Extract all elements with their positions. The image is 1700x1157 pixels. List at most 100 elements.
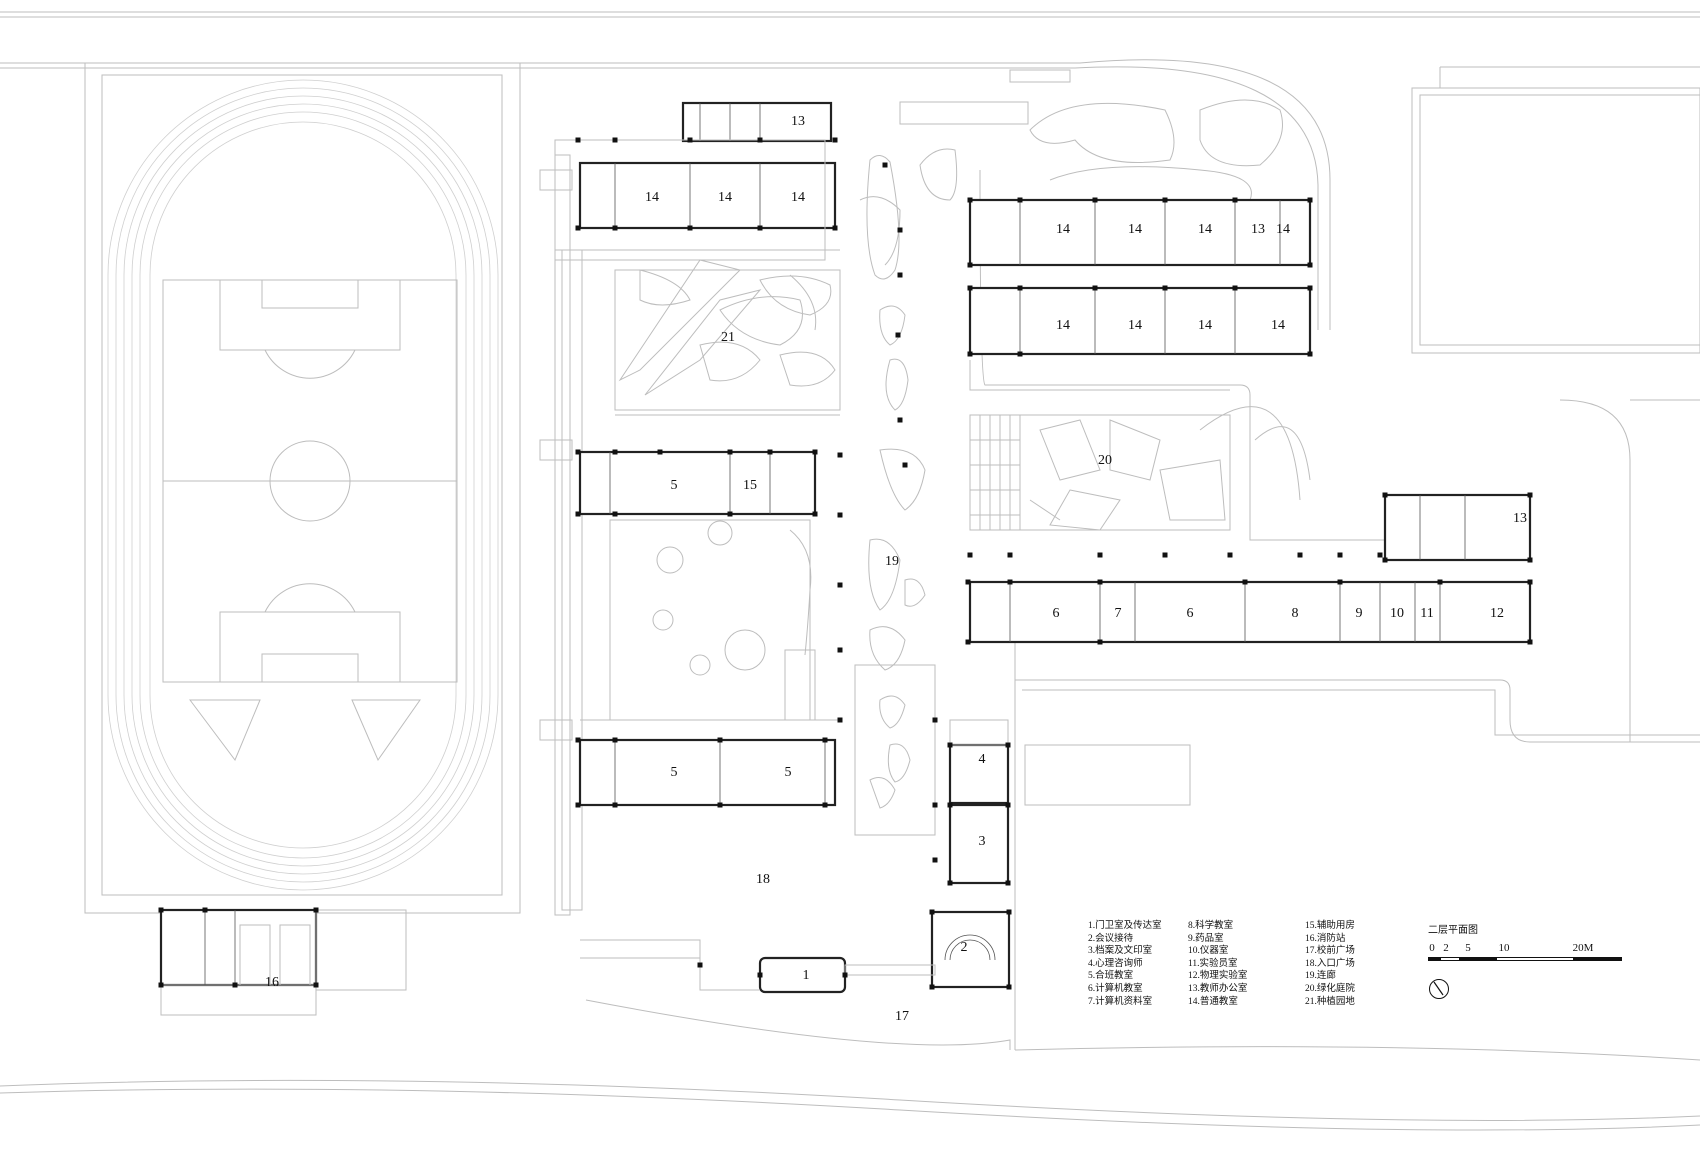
column-mark [832,225,838,231]
column-mark [1527,557,1533,563]
room-15: 15 [743,478,757,493]
column-mark [1092,197,1098,203]
column-mark [767,449,773,455]
column-mark [727,511,733,517]
floor-title: 二层平面图 [1428,925,1478,936]
column-mark [967,262,973,268]
column-mark [575,225,581,231]
legend-item: 18.入口广场 [1305,958,1355,969]
scale-bar: 0 2 5 10 20M [1428,942,1628,972]
column-mark [932,717,938,723]
column-mark [812,511,818,517]
scale-tick: 5 [1465,942,1471,954]
column-mark [1097,579,1103,585]
legend-item: 7.计算机资料室 [1088,996,1153,1007]
scale-segment [1428,957,1440,961]
column-mark [232,982,238,988]
block-north-classrooms [554,139,840,261]
column-mark [1382,492,1388,498]
room-10: 10 [1390,606,1404,621]
legend-item: 9.药品室 [1188,933,1224,944]
legend-item: 14.普通教室 [1188,996,1238,1007]
column-mark [1162,197,1168,203]
room-21: 21 [721,330,735,345]
column-mark [717,737,723,743]
room-20: 20 [1098,453,1112,468]
column-mark [837,647,843,653]
room-number-labels: 1 2 3 4 5 5 5 6 6 7 8 9 10 11 12 13 13 1… [265,114,1527,1024]
column-mark [1337,579,1343,585]
room-17: 17 [895,1009,909,1024]
scale-tick: 10 [1498,942,1510,954]
room-14-k: 14 [1276,222,1290,237]
column-mark [687,225,693,231]
column-mark [902,462,908,468]
structural-columns [158,137,1533,990]
column-mark [612,511,618,517]
column-mark [697,962,703,968]
column-mark [1527,492,1533,498]
column-mark [1307,262,1313,268]
column-mark [612,137,618,143]
column-mark [837,582,843,588]
room-14-i: 14 [1198,318,1212,333]
room-14-d: 14 [1056,222,1070,237]
column-mark [929,984,935,990]
legend-item: 15.辅助用房 [1305,921,1355,931]
column-mark [837,452,843,458]
legend-item: 10.仪器室 [1188,946,1229,957]
column-mark [822,737,828,743]
block-middle-lecture [578,450,840,721]
room-5-c: 5 [785,765,792,780]
legend-item: 8.科学教室 [1188,921,1234,931]
room-14-a: 14 [645,190,659,205]
column-mark [837,512,843,518]
block-entrance [580,719,1011,994]
legend-column-3: 15.辅助用房 16.消防站 17.校前广场 18.入口广场 19.连廊 20.… [1305,920,1425,1008]
column-mark [1097,552,1103,558]
room-13-a: 13 [791,114,805,129]
room-14-e: 14 [1128,222,1142,237]
room-4: 4 [979,752,986,767]
room-5-b: 5 [671,765,678,780]
column-mark [1162,552,1168,558]
column-mark [837,717,843,723]
legend-item: 20.绿化庭院 [1305,983,1355,994]
legend-item: 2.会议接待 [1088,933,1134,944]
column-mark [612,225,618,231]
legend-column-2: 8.科学教室 9.药品室 10.仪器室 11.实验员室 12.物理实验室 13.… [1188,920,1308,1008]
column-mark [967,351,973,357]
room-6-a: 6 [1053,606,1060,621]
column-mark [313,982,319,988]
column-mark [1437,579,1443,585]
room-14-c: 14 [791,190,805,205]
room-13-c: 13 [1513,511,1527,526]
column-mark [1307,285,1313,291]
planting-garden [614,259,841,416]
column-mark [575,511,581,517]
column-mark [757,972,763,978]
legend-item: 4.心理咨询师 [1088,958,1143,969]
legend-item: 17.校前广场 [1305,946,1355,957]
column-mark [1005,742,1011,748]
column-mark [882,162,888,168]
room-13-b: 13 [1251,222,1265,237]
legend-item: 13.教师办公室 [1188,983,1248,994]
column-mark [967,197,973,203]
column-mark [158,907,164,913]
column-mark [757,225,763,231]
column-mark [1527,579,1533,585]
column-mark [822,802,828,808]
room-14-h: 14 [1128,318,1142,333]
legend-item: 6.计算机教室 [1088,983,1143,994]
room-16: 16 [265,975,279,990]
column-mark [1297,552,1303,558]
block-east-labs [968,493,1532,644]
column-mark [575,449,581,455]
column-mark [1377,552,1383,558]
scale-segment [1574,957,1622,961]
column-mark [1307,351,1313,357]
column-mark [757,137,763,143]
column-mark [1527,639,1533,645]
column-mark [1242,579,1248,585]
